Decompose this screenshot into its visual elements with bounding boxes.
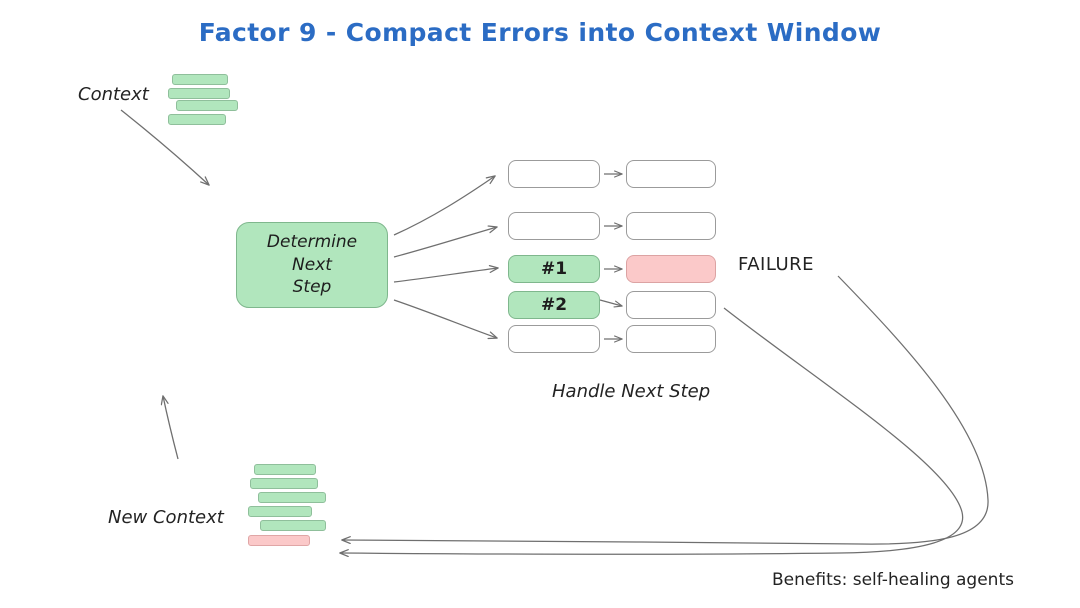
step-box-right-3[interactable] bbox=[626, 255, 716, 283]
step-box-left-4[interactable]: #2 bbox=[508, 291, 600, 319]
curve-failure-feedback bbox=[342, 275, 989, 545]
arrow-determine-to-row-1 bbox=[393, 176, 495, 236]
context-bar-1 bbox=[172, 74, 228, 85]
page-title: Factor 9 - Compact Errors into Context W… bbox=[198, 18, 882, 47]
context-label: Context bbox=[78, 84, 149, 105]
new-context-bar-1 bbox=[254, 464, 316, 475]
step-box-left-2[interactable] bbox=[508, 212, 600, 240]
handle-next-step-label: Handle Next Step bbox=[552, 381, 711, 402]
context-bar-4 bbox=[168, 114, 226, 125]
determine-line-1: Determine bbox=[266, 231, 358, 252]
step-box-right-1[interactable] bbox=[626, 160, 716, 188]
arrow-context-to-determine bbox=[120, 109, 209, 185]
determine-line-2: Next bbox=[292, 254, 332, 275]
failure-label: FAILURE bbox=[738, 254, 815, 275]
step-box-right-4[interactable] bbox=[626, 291, 716, 319]
new-context-bar-2 bbox=[250, 478, 318, 489]
curve-step-feedback bbox=[340, 307, 964, 554]
step-box-right-2[interactable] bbox=[626, 212, 716, 240]
new-context-bar-3 bbox=[258, 492, 326, 503]
step-box-right-5[interactable] bbox=[626, 325, 716, 353]
arrow-determine-to-row-5 bbox=[393, 299, 497, 338]
arrow-determine-to-row-2 bbox=[393, 227, 497, 258]
arrow-step-connector-4 bbox=[599, 299, 623, 308]
new-context-bar-6 bbox=[248, 535, 310, 546]
step-box-left-1[interactable] bbox=[508, 160, 600, 188]
determine-line-3: Step bbox=[292, 277, 332, 298]
determine-next-step-node[interactable]: Determine Next Step bbox=[236, 222, 388, 308]
arrow-determine-to-row-3 bbox=[393, 268, 498, 283]
arrow-newcontext-to-determine bbox=[163, 396, 179, 460]
step-box-left-3[interactable]: #1 bbox=[508, 255, 600, 283]
step-box-left-5[interactable] bbox=[508, 325, 600, 353]
context-bar-2 bbox=[168, 88, 230, 99]
context-bar-3 bbox=[176, 100, 238, 111]
new-context-bar-4 bbox=[248, 506, 312, 517]
new-context-label: New Context bbox=[108, 507, 224, 528]
new-context-bar-5 bbox=[260, 520, 326, 531]
benefits-label: Benefits: self-healing agents bbox=[772, 570, 1014, 590]
